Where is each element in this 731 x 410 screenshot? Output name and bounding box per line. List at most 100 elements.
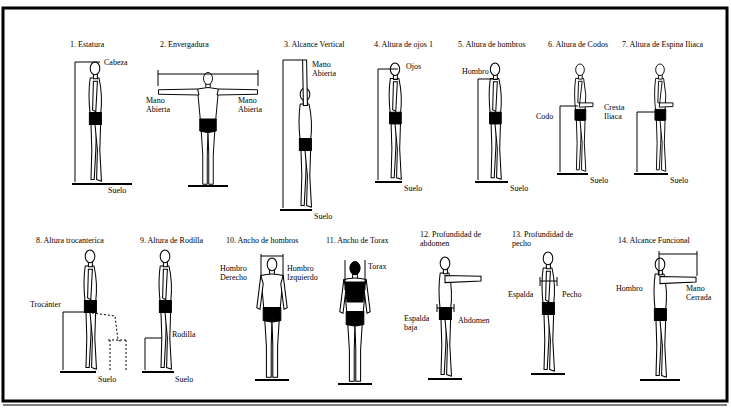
figure-title: 13. Profundidad de pecho: [512, 230, 582, 248]
figure-stroke: [75, 62, 76, 182]
figure-title: 4. Altura de ojos 1: [374, 40, 433, 49]
figure-stroke: [389, 63, 401, 179]
figure-stroke: [159, 89, 258, 95]
part-label: Suelo: [510, 184, 528, 193]
figure-stroke: [283, 60, 284, 208]
figure-stroke: [540, 281, 557, 282]
figure-stroke: [655, 64, 666, 171]
figure-stroke: [428, 378, 462, 380]
figure-stroke: [378, 69, 398, 70]
part-label: Suelo: [314, 212, 332, 221]
part-label: Hombro: [616, 284, 643, 293]
figure-stroke: [283, 254, 284, 276]
figure-stroke: [89, 62, 102, 181]
figure-stroke: [198, 73, 219, 185]
figure-stroke: [340, 280, 370, 314]
figure-title: 3. Alcance Vertical: [284, 40, 345, 49]
part-label: Mano Abierta: [238, 96, 270, 114]
figure-stroke: [378, 69, 379, 180]
figure-stroke: [283, 60, 302, 61]
figure-stroke: [578, 81, 593, 107]
figure-stroke: [303, 60, 308, 106]
figure-stroke: [280, 209, 312, 211]
figure-stroke: [142, 371, 174, 373]
figure-stroke: [375, 181, 402, 183]
figure-stroke: [345, 260, 346, 290]
figure-stroke: [445, 275, 481, 282]
figure-stroke: [540, 277, 541, 286]
figure-stroke: [163, 269, 168, 299]
figure-title: 5. Altura de hombros: [458, 40, 526, 49]
figure-stroke: [63, 312, 84, 313]
figure-title: 14. Alcance Funcional: [618, 236, 690, 245]
figure-stroke: [365, 260, 366, 290]
figure-stroke: [560, 106, 561, 172]
figure-stroke: [3, 8, 727, 401]
figure-stroke: [489, 63, 501, 179]
figure-stroke: [640, 379, 680, 381]
figure-stroke: [145, 338, 146, 370]
figure-stroke: [660, 276, 696, 283]
figure-stroke: [255, 379, 289, 381]
part-label: Hombro Izquierdo: [287, 264, 327, 282]
figure-stroke: [560, 106, 578, 107]
part-label: Mano Abierta: [312, 60, 346, 78]
figure-stroke: [92, 313, 122, 342]
figure-stroke: [338, 383, 372, 385]
figure-title: 9. Altura de Rodilla: [140, 236, 203, 245]
part-label: Ojos: [406, 62, 421, 71]
part-label: Mano Abierta: [146, 96, 178, 114]
figure-stroke: [437, 304, 438, 312]
figure-stroke: [145, 338, 162, 339]
figure-title: 12. Profundidad de abdomen: [420, 230, 490, 248]
figure-stroke: [159, 250, 172, 369]
part-label: Rodilla: [172, 330, 196, 339]
figure-stroke: [261, 256, 283, 257]
figure-stroke: [3, 8, 727, 405]
part-label: Espalda baja: [404, 314, 434, 332]
figure-stroke: [60, 371, 96, 373]
figure-stroke: [75, 62, 100, 63]
figure-title: 8. Altura trocanterica: [36, 236, 104, 245]
figure-stroke: [659, 251, 660, 276]
figure-stroke: [659, 254, 697, 255]
part-label: Suelo: [98, 375, 116, 384]
figure-stroke: [697, 251, 698, 276]
figure-stroke: [72, 183, 132, 185]
part-label: Hombro Derecho: [220, 264, 256, 282]
figure-stroke: [531, 373, 565, 375]
figure-stroke: [542, 252, 555, 371]
figure-stroke: [88, 269, 93, 299]
figure-stroke: [188, 185, 228, 187]
figure-stroke: [344, 262, 366, 381]
part-label: Abdomen: [458, 316, 490, 325]
figure-stroke: [63, 312, 64, 370]
figure-stroke: [261, 258, 283, 377]
figure-stroke: [345, 282, 365, 302]
figure-title: 1. Estatura: [70, 40, 104, 49]
part-label: Trocánter: [30, 300, 61, 309]
figure-stroke: [637, 112, 638, 172]
part-label: Suelo: [108, 186, 126, 195]
part-label: Pecho: [562, 290, 582, 299]
figure-stroke: [437, 308, 454, 309]
figure-title: 2. Envergadura: [160, 40, 209, 49]
part-label: Mano Cerrada: [686, 284, 718, 302]
figure-stroke: [350, 262, 360, 275]
figure-stroke: [84, 250, 97, 369]
figure-stroke: [634, 173, 668, 175]
figure-stroke: [658, 81, 673, 107]
figure-stroke: [261, 254, 262, 276]
figure-stroke: [475, 181, 508, 183]
figure-stroke: [158, 74, 258, 75]
figure-stroke: [454, 304, 455, 312]
figure-title: 7. Altura de Espina Iliaca: [622, 40, 703, 49]
part-label: Torax: [368, 262, 387, 271]
figure-stroke: [654, 258, 667, 377]
figure-stroke: [557, 277, 558, 286]
figure-stroke: [478, 79, 494, 80]
figure-stroke: [93, 81, 98, 111]
figure-stroke: [575, 64, 586, 171]
part-label: Suelo: [670, 176, 688, 185]
part-label: Suelo: [404, 184, 422, 193]
